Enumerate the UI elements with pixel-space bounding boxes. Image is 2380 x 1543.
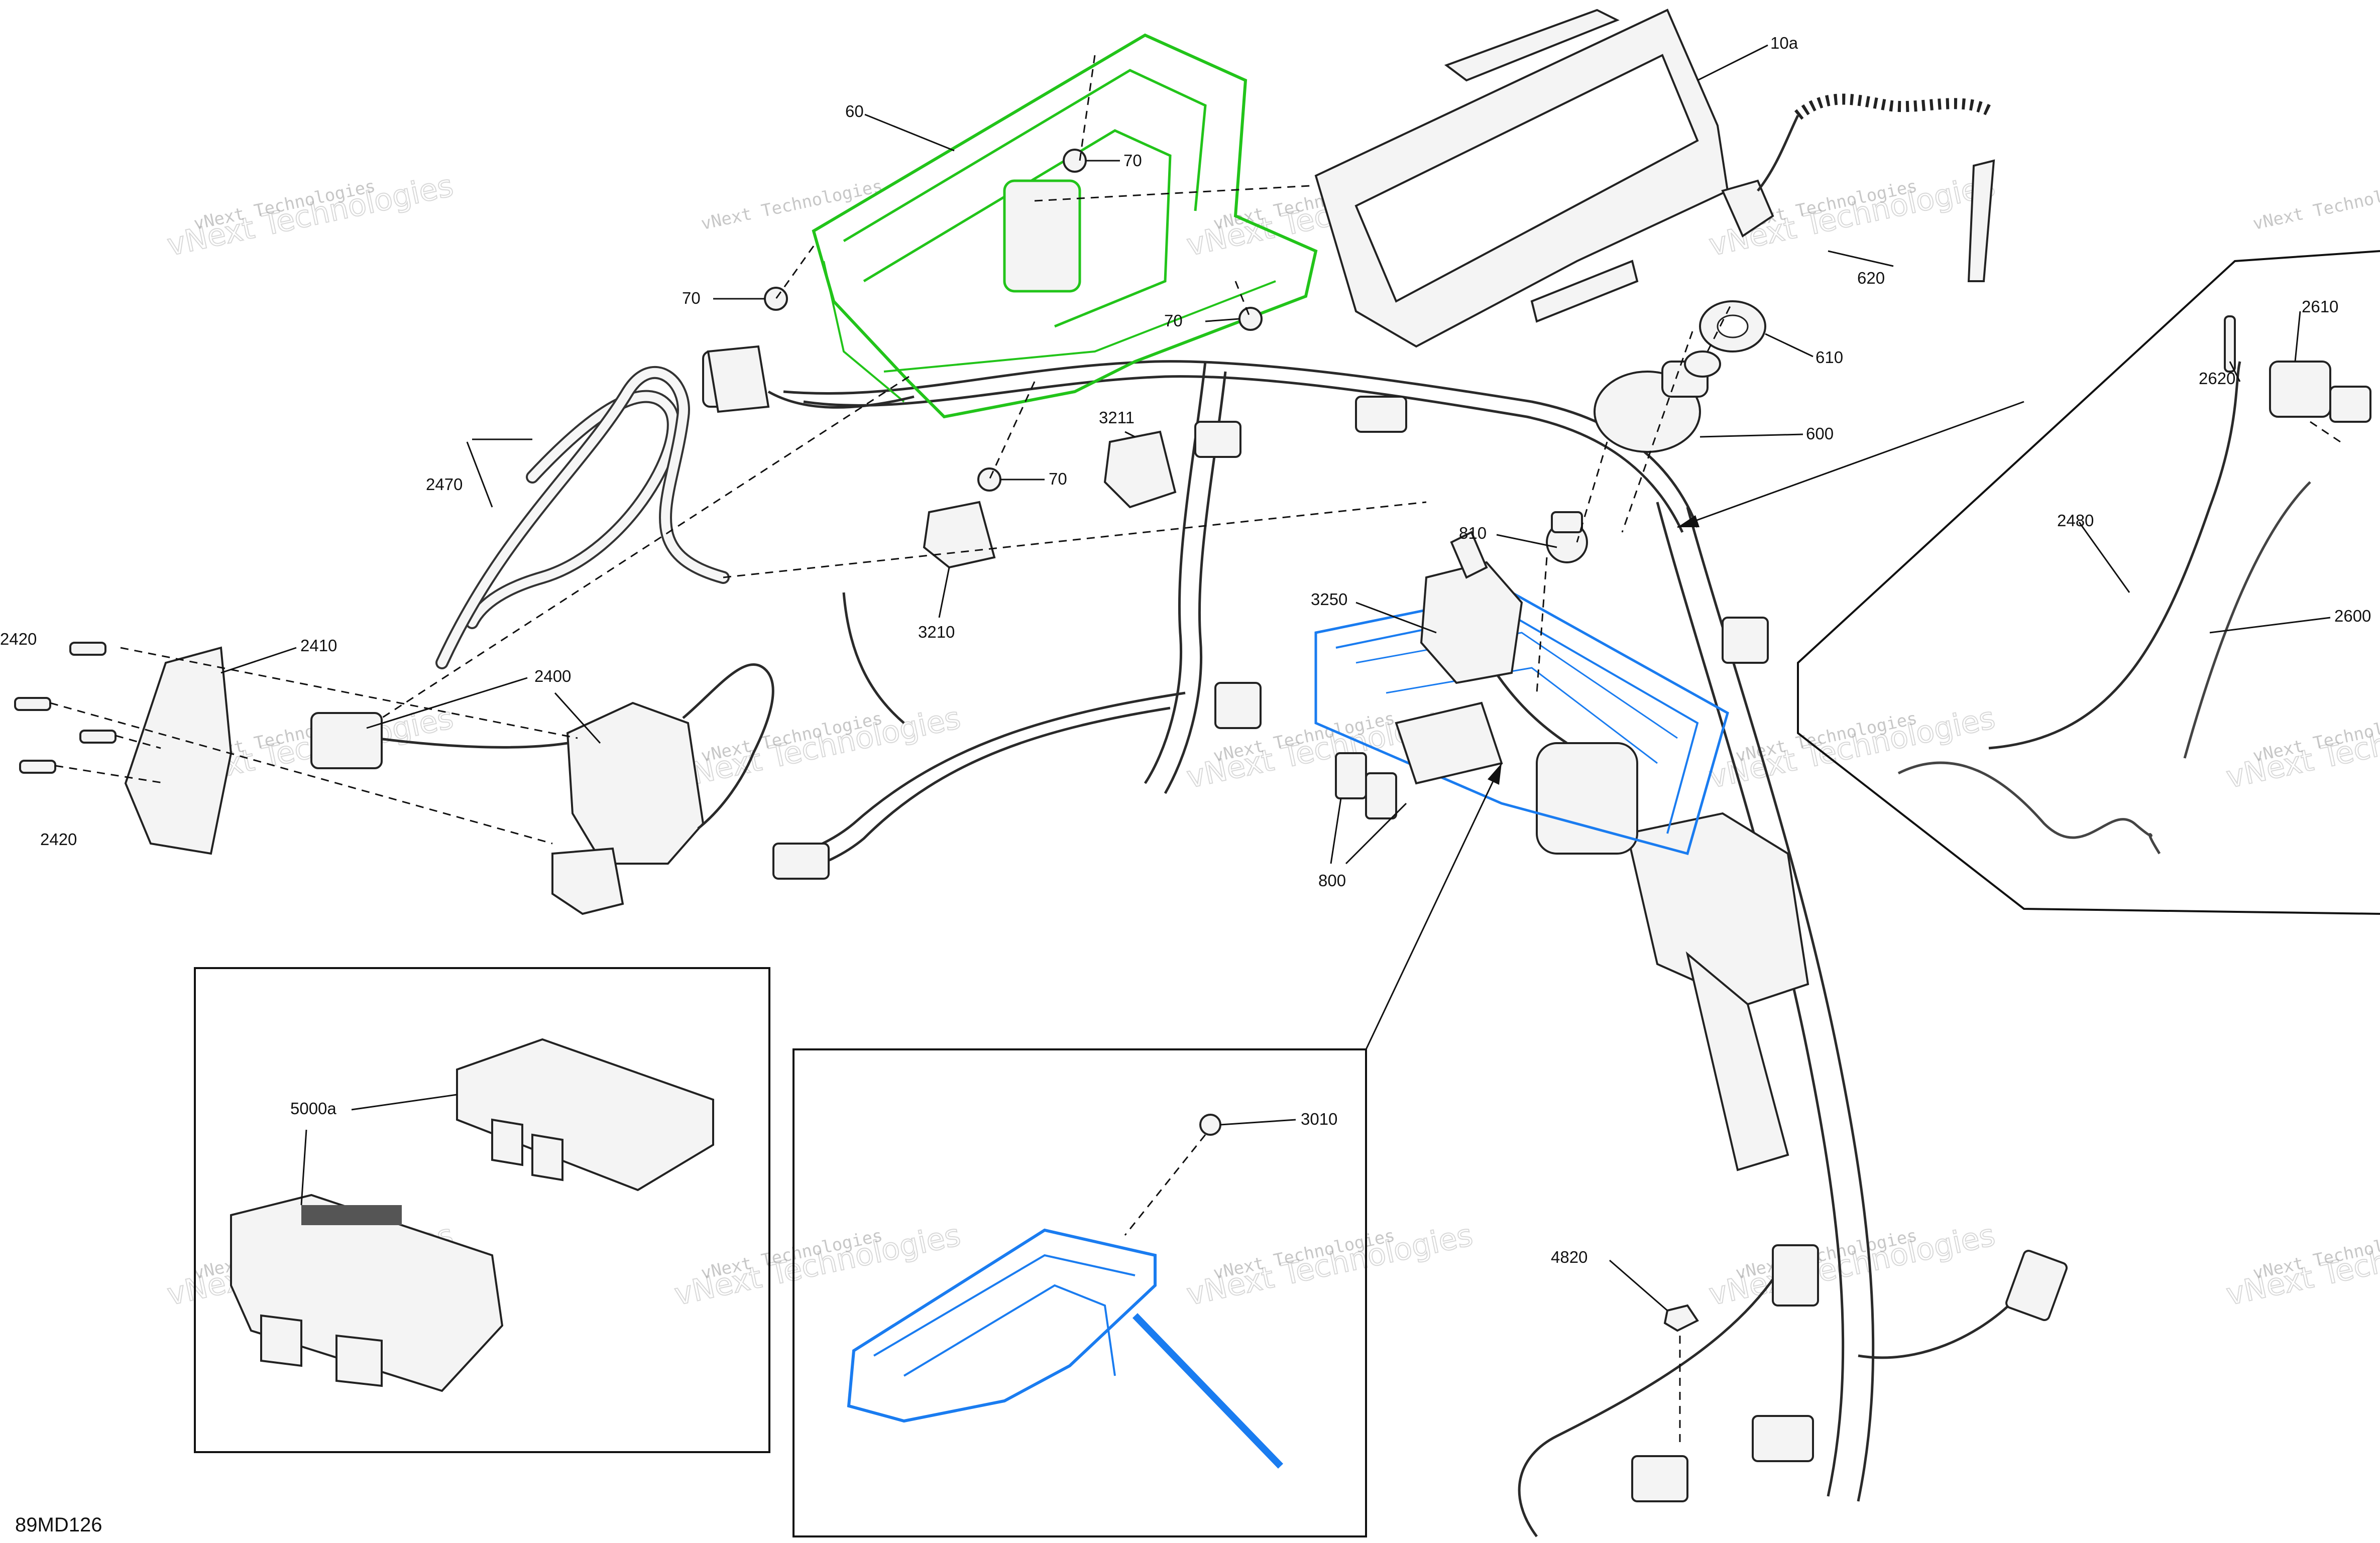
callout-70: 70 [1123,151,1142,170]
part-610 [1699,300,1766,352]
inset-right [1677,250,2380,915]
tube-2470 [435,366,730,669]
callout-800: 800 [1318,871,1346,890]
callout-70: 70 [682,289,701,307]
callout-2470: 2470 [426,475,463,494]
callout-60: 60 [845,102,864,121]
callout-leaders [220,44,2331,1312]
harness-connector [1355,396,1407,433]
callout-5000a: 5000a [290,1099,336,1118]
harness-connector [1722,617,1769,664]
harness-connector [772,843,830,880]
callout-10a: 10a [1770,34,1798,52]
connector-3210 [923,501,996,569]
part-4820 [1663,1304,1699,1446]
switch-2400 [310,663,774,915]
callout-810: 810 [1459,524,1487,542]
callout-3210: 3210 [918,623,955,641]
harness-connector [1214,682,1262,729]
callout-620: 620 [1857,269,1885,287]
callout-2480: 2480 [2057,511,2094,530]
harness-connector [1752,1415,1814,1462]
callout-2420: 2420 [40,830,77,849]
callout-2600: 2600 [2334,607,2371,625]
part-800 [1335,701,1503,819]
inset-3010 [792,763,1503,1537]
main-harness [702,350,2068,1537]
callout-70: 70 [1049,469,1067,488]
callout-2420: 2420 [0,630,37,648]
callout-2400: 2400 [534,667,571,685]
svg-text:vNext Technologies: vNext Technologies [2251,176,2380,234]
screws-2420 [14,642,117,774]
callout-3211: 3211 [1099,408,1135,427]
part-810 [1546,511,1588,563]
reference-code: 89MD126 [15,1514,102,1536]
part-600 [1594,350,1721,453]
housing-2410 [124,646,233,855]
instrument-cluster-10a [1314,9,1729,348]
harness-connector [1631,1455,1688,1502]
harness-connector [2005,1250,2068,1321]
connector-3211 [1103,430,1177,509]
harness-module [1536,742,1638,855]
callout-labels: 10a 60 70 70 70 70 620 610 600 3211 3210… [0,34,2371,1266]
callout-3250: 3250 [1311,590,1347,609]
bracket-60-green [812,33,1318,419]
callout-4820: 4820 [1551,1248,1588,1266]
harness-connector [1772,1244,1819,1307]
inset-5000a [194,967,770,1453]
callout-70: 70 [1164,311,1183,330]
part-620 [1721,93,1995,282]
connector-top-left [707,345,915,413]
callout-3010: 3010 [1301,1110,1337,1128]
callout-2610: 2610 [2302,297,2338,316]
module-3250 [1420,531,1523,684]
callout-2620: 2620 [2199,369,2235,388]
callout-2410: 2410 [300,636,337,655]
callout-600: 600 [1806,424,1834,443]
harness-connector [1194,421,1241,458]
callout-610: 610 [1816,348,1843,367]
assembly-lines [50,55,1734,845]
